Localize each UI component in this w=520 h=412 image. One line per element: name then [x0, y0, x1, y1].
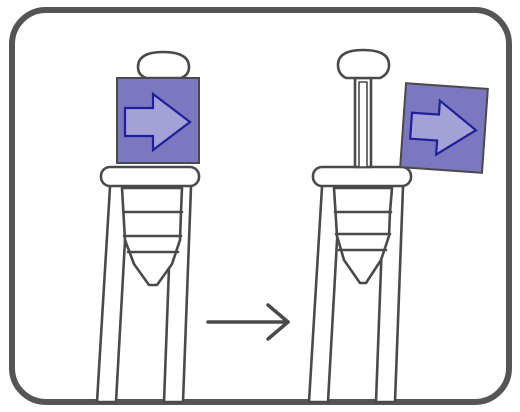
finger-flange: [99, 165, 201, 188]
syringe-after: [307, 48, 413, 404]
arrow-right-icon: [206, 303, 290, 341]
syringe-barrel: [95, 185, 193, 404]
syringe-barrel: [307, 185, 405, 404]
finger-flange: [311, 165, 413, 188]
plunger-rod-inner: [358, 81, 368, 168]
diagram-frame: [9, 7, 512, 405]
syringe-label-detached: [399, 82, 489, 174]
syringe-label-attached: [116, 77, 200, 164]
plunger-thumb-cap: [336, 48, 391, 80]
arrow-right-label-icon: [408, 98, 478, 157]
arrow-right-label-icon: [123, 91, 192, 153]
plunger-stopper: [120, 186, 184, 287]
plunger-stopper: [332, 186, 394, 285]
plunger-thumb-cap: [136, 50, 191, 80]
syringe-before: [95, 50, 201, 404]
